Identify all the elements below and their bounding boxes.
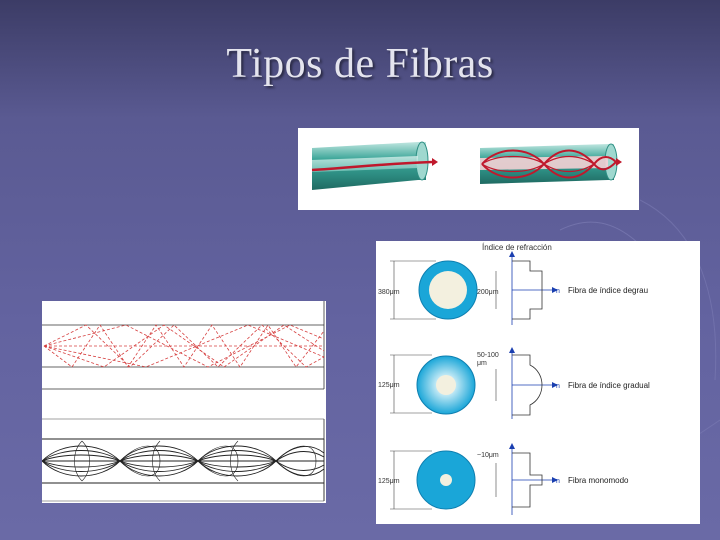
row3-axis-n: n [556, 478, 560, 485]
step-index-rays [42, 301, 325, 390]
refractive-index-panel: Índice de refracción 380μm 200μm n Fibra… [376, 241, 700, 524]
core-circle-graded [436, 375, 456, 395]
row-monomode: 125μm ~10μm n Fibra monomodo [378, 443, 629, 515]
row1-core-dimension: 200μm [477, 289, 499, 296]
ray-propagation-diagram [41, 301, 325, 502]
row2-core-dimension-1: 50-100 [477, 352, 499, 359]
row2-label: Fibra de índice gradual [568, 381, 650, 390]
slide-title: Tipos de Fibras [226, 41, 494, 87]
row3-outer-dimension: 125μm [378, 478, 400, 485]
refractive-index-diagram: Índice de refracción 380μm 200μm n Fibra… [378, 243, 650, 515]
row1-outer-dimension: 380μm [378, 289, 400, 296]
row3-label: Fibra monomodo [568, 476, 629, 485]
index-header: Índice de refracción [482, 243, 552, 252]
row2-outer-dimension: 125μm [378, 382, 400, 389]
core-circle-monomode [440, 474, 452, 486]
row2-axis-n: n [556, 383, 560, 390]
core-circle [429, 271, 467, 309]
row1-label: Fibra de índice degrau [568, 286, 648, 295]
fiber-illustration-panel [298, 128, 639, 210]
graded-index-fiber [480, 143, 622, 184]
ray-propagation-panel [41, 301, 326, 503]
row1-axis-n: n [556, 288, 560, 295]
row2-core-dimension-2: μm [477, 360, 487, 367]
row3-core-dimension: ~10μm [477, 452, 499, 459]
step-index-fiber [311, 141, 438, 190]
fiber-illustration [311, 141, 622, 190]
row-graded-index: 125μm 50-100 μm n Fibra de índice gradua… [378, 347, 650, 419]
graded-index-rays [41, 418, 325, 502]
row-step-index: 380μm 200μm n Fibra de índice degrau [378, 251, 648, 325]
